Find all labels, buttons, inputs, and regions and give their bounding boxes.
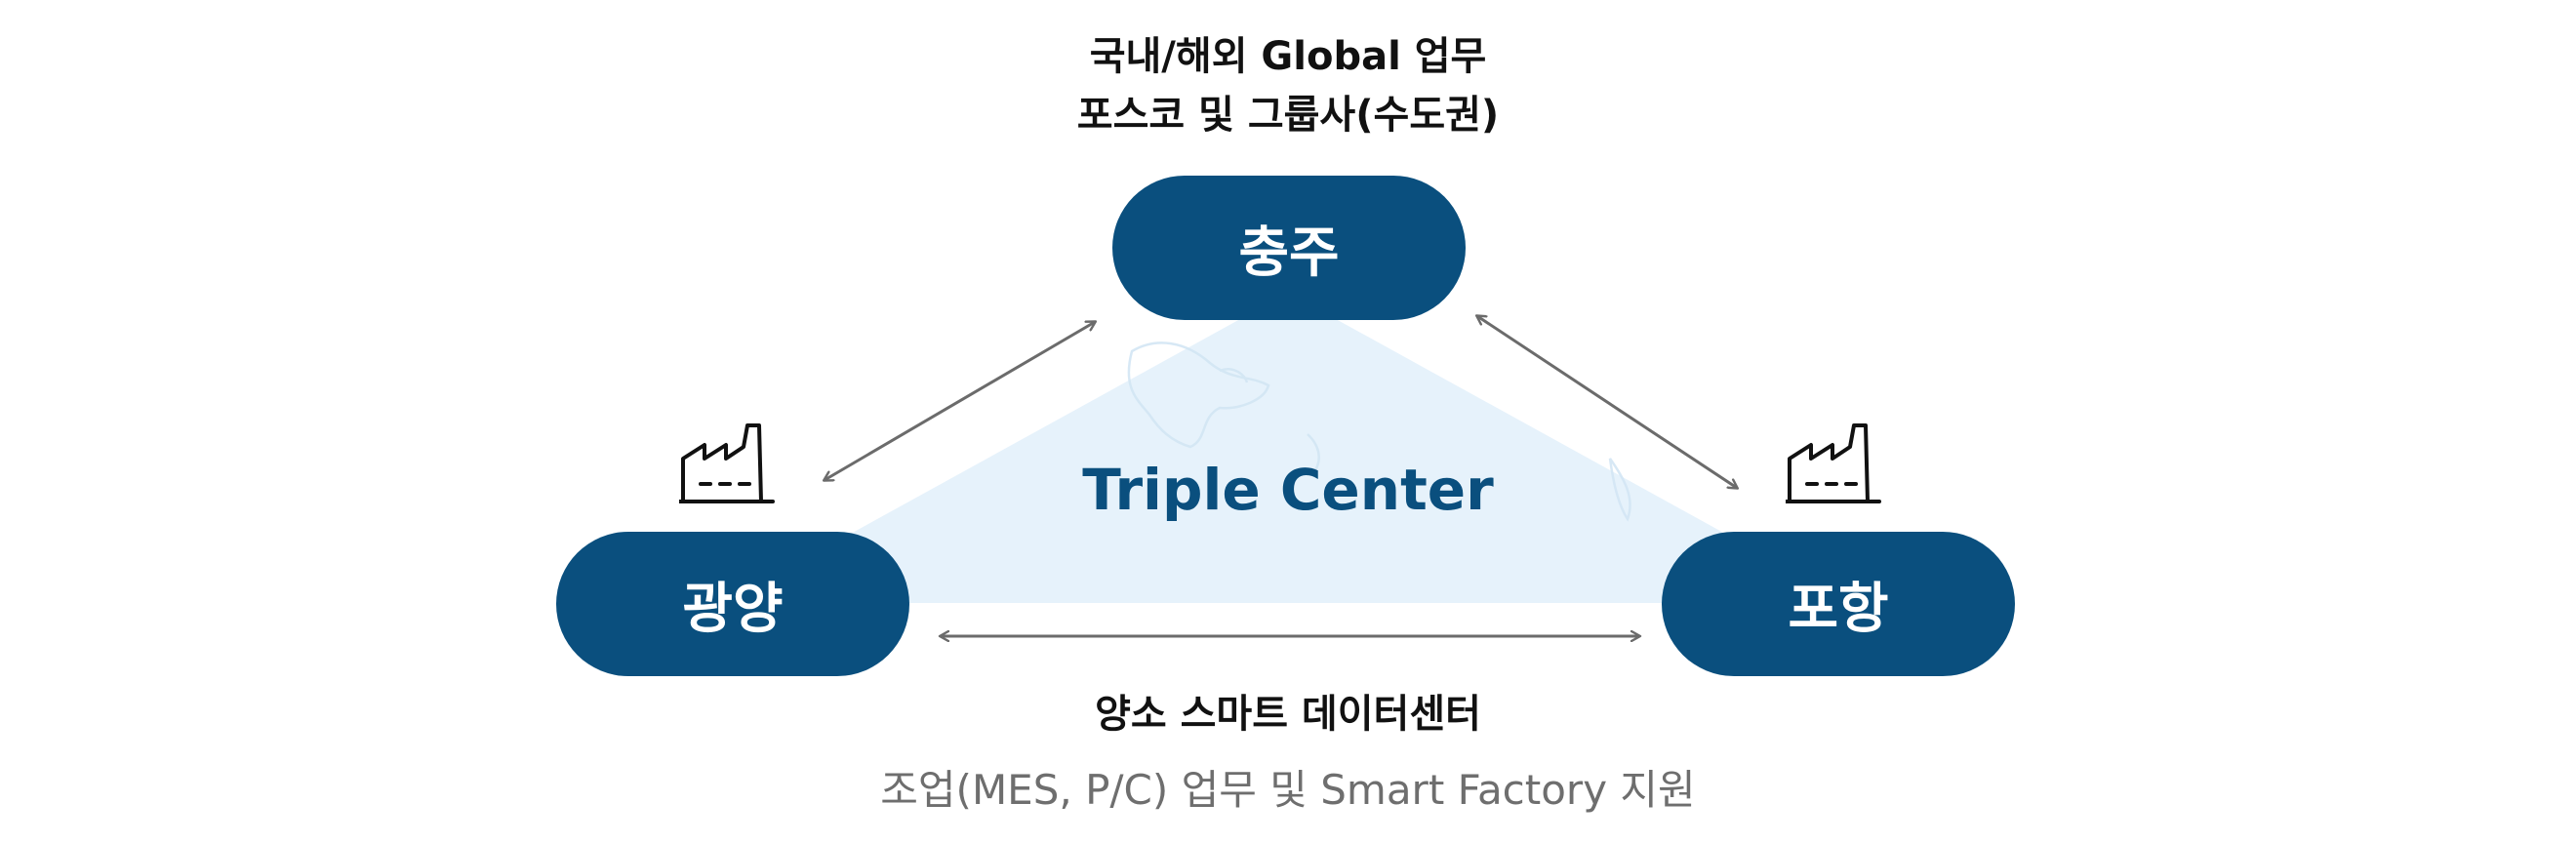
top-caption-line-2: 포스코 및 그룹사(수도권) xyxy=(1076,93,1500,138)
node-pohang: 포항 xyxy=(1662,532,2015,676)
bottom-caption-subtitle: 조업(MES, P/C) 업무 및 Smart Factory 지원 xyxy=(880,766,1696,814)
arrow-chungju-pohang xyxy=(1477,316,1737,488)
bottom-caption-title: 양소 스마트 데이터센터 xyxy=(1095,692,1481,737)
factory-icon xyxy=(1786,423,1881,503)
top-caption: 국내/해외 Global 업무 포스코 및 그룹사(수도권) xyxy=(0,27,2576,144)
factory-icon xyxy=(679,423,775,503)
arrow-chungju-gwangyang xyxy=(825,322,1095,480)
top-caption-line-1: 국내/해외 Global 업무 xyxy=(1089,34,1487,79)
center-label: Triple Center xyxy=(1082,457,1494,523)
center-triangle xyxy=(849,293,1727,603)
node-gwangyang: 광양 xyxy=(556,532,909,676)
node-chungju: 충주 xyxy=(1112,176,1466,320)
